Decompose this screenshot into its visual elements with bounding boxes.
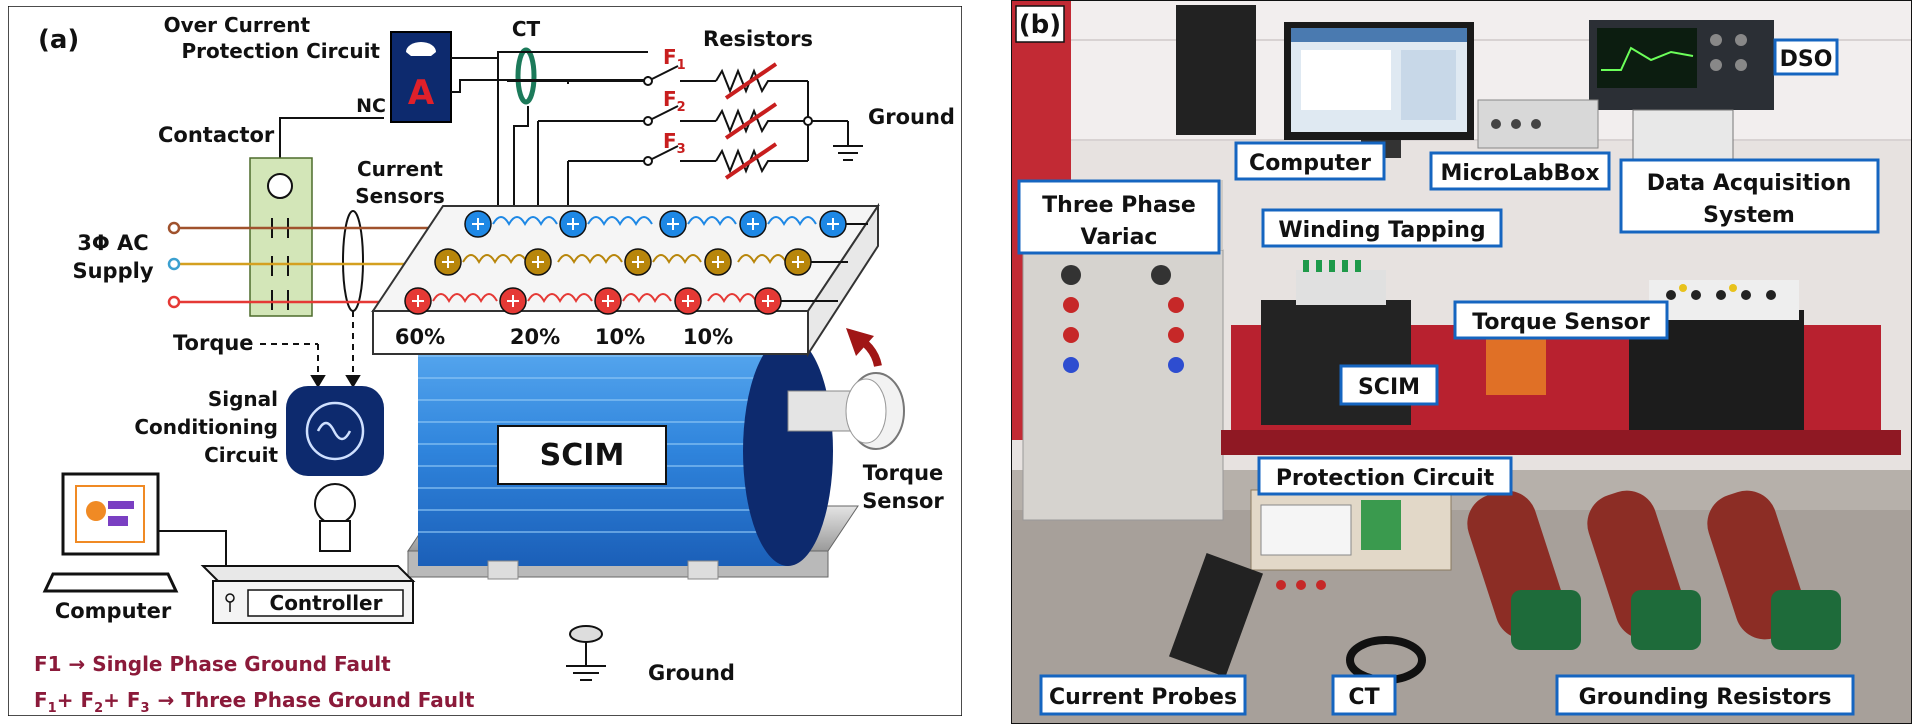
terminal-posts [404,210,847,315]
signal-conditioning-unit [286,386,384,552]
protection-relay: A [390,31,452,123]
photo-torque-sensor [1486,335,1546,395]
contactor-coil [267,173,293,199]
computer-label: Computer [55,599,172,623]
supply-label-2: Supply [72,259,153,283]
schematic-panel: (a) Over Current Protection Circuit A NC… [8,6,962,716]
signal-conditioning-2: Conditioning [134,415,278,439]
photo-computer-monitor [1284,22,1474,158]
lab-photo-panel: (b) DSO Computer MicroLabBox Data Acquis… [1011,0,1912,724]
callout-computer: Computer [1249,151,1371,176]
callout-current-probes: Current Probes [1049,685,1237,710]
fault-f2-label: F2 [663,87,686,115]
fault-switches [507,65,863,211]
callout-torque-sensor: Torque Sensor [1472,310,1650,335]
photo-dso [1589,20,1774,110]
current-sensors-label-1: Current [357,157,443,181]
ground-top-label: Ground [868,105,955,129]
signal-conditioning-1: Signal [208,387,278,411]
scim-motor: SCIM [407,328,905,580]
tap-percent-1: 60% [395,325,445,349]
ammeter-symbol: A [408,73,435,113]
callout-grounding-resistors: Grounding Resistors [1579,685,1832,710]
torque-sensor-label-1: Torque [863,461,944,485]
photo-protection-board [1250,489,1452,590]
legend-line-2: F1+ F2+ F3→ Three Phase Ground Fault [34,688,475,716]
ct-ring [515,47,537,105]
photo-microlabbox [1477,99,1599,149]
ground-bottom-label: Ground [648,661,735,685]
callout-daq-1: Data Acquisition [1647,171,1852,196]
fault-f1-label: F1 [663,45,686,73]
controller-label: Controller [270,591,383,615]
over-current-label-1: Over Current [164,13,311,37]
photo-grounding-resistors [1467,490,1841,650]
photo-daq-display [1632,109,1734,166]
nc-label: NC [356,95,386,117]
terminal-post-crosses [412,218,839,307]
variable-resistor-arrows [724,62,778,180]
callout-ct: CT [1348,685,1379,710]
contactor-label: Contactor [158,123,275,147]
protection-wires [279,51,649,276]
computer-icon [42,472,227,593]
panel-b-label: (b) [1019,10,1061,40]
controller-box [200,565,416,624]
scim-label: SCIM [540,438,625,473]
torque-sensor-label-2: Sensor [862,489,944,513]
callout-daq-2: System [1703,203,1795,228]
resistors-label: Resistors [703,27,813,51]
callout-variac-1: Three Phase [1042,193,1196,218]
callout-microlabbox: MicroLabBox [1440,161,1599,186]
callout-protection-circuit: Protection Circuit [1276,466,1495,491]
ground-symbol-bottom [566,625,606,681]
signal-conditioning-3: Circuit [204,443,278,467]
ct-label: CT [512,17,541,41]
current-sensors-label-2: Sensors [355,184,445,208]
over-current-label-2: Protection Circuit [181,39,380,63]
panel-a-label: (a) [38,25,79,55]
callout-winding-tapping: Winding Tapping [1278,218,1485,243]
callout-dso: DSO [1780,47,1833,72]
tap-percent-2: 20% [510,325,560,349]
callout-variac-2: Variac [1081,225,1158,250]
supply-label-1: 3Φ AC [77,231,148,255]
torque-label: Torque [173,331,254,355]
legend-line-1: F1 → Single Phase Ground Fault [34,652,391,676]
tap-percent-4: 10% [683,325,733,349]
callout-labels: (b) DSO Computer MicroLabBox Data Acquis… [1015,5,1880,716]
tap-percent-3: 10% [595,325,645,349]
photo-current-probes [1168,553,1264,677]
fault-f3-label: F3 [663,129,686,157]
callout-scim: SCIM [1358,375,1420,400]
torque-signal-lines [260,311,361,388]
photo-computer-tower [1176,5,1256,135]
